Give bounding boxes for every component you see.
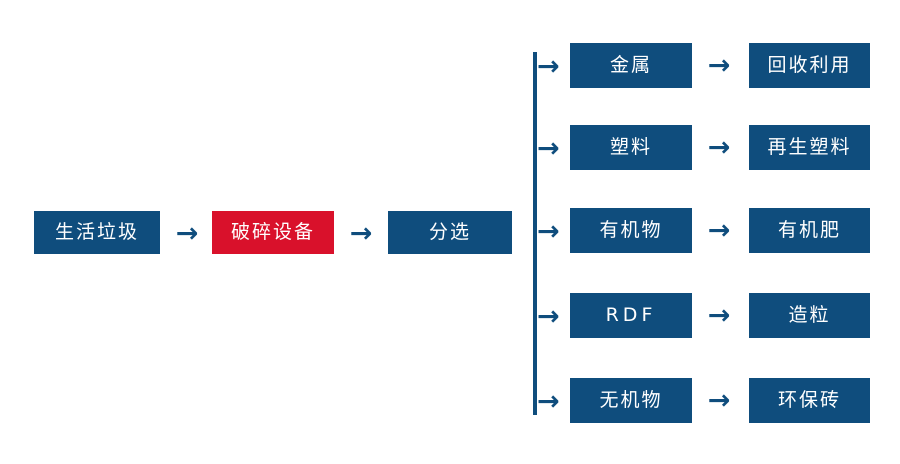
- branch-right-arrow-icon: →: [537, 215, 560, 247]
- branch-right-arrow-icon: →: [537, 385, 560, 417]
- right-arrow-icon: →: [175, 217, 199, 249]
- branch-right-arrow-icon: →: [537, 300, 560, 332]
- flow-node-sorting[interactable]: 分选: [388, 211, 512, 254]
- flow-node-domestic-waste[interactable]: 生活垃圾: [34, 211, 160, 254]
- right-arrow-icon: →: [707, 299, 731, 331]
- branch-product-recycling[interactable]: 回收利用: [749, 43, 870, 88]
- right-arrow-icon: →: [707, 214, 731, 246]
- branch-fraction-inorganic[interactable]: 无机物: [570, 378, 692, 423]
- branch-product-organic-fertilizer[interactable]: 有机肥: [749, 208, 870, 253]
- branch-fraction-metal[interactable]: 金属: [570, 43, 692, 88]
- right-arrow-icon: →: [707, 131, 731, 163]
- branch-right-arrow-icon: →: [537, 50, 560, 82]
- branch-product-recycled-plastic[interactable]: 再生塑料: [749, 125, 870, 170]
- branch-product-granulation[interactable]: 造粒: [749, 293, 870, 338]
- branch-fraction-plastic[interactable]: 塑料: [570, 125, 692, 170]
- right-arrow-icon: →: [707, 49, 731, 81]
- right-arrow-icon: →: [349, 217, 373, 249]
- right-arrow-icon: →: [707, 384, 731, 416]
- branch-product-eco-brick[interactable]: 环保砖: [749, 378, 870, 423]
- branch-spine-connector: [533, 52, 537, 415]
- branch-fraction-rdf[interactable]: RDF: [570, 293, 692, 338]
- branch-fraction-organic[interactable]: 有机物: [570, 208, 692, 253]
- flow-node-crushing-equipment[interactable]: 破碎设备: [212, 211, 334, 254]
- branch-right-arrow-icon: →: [537, 132, 560, 164]
